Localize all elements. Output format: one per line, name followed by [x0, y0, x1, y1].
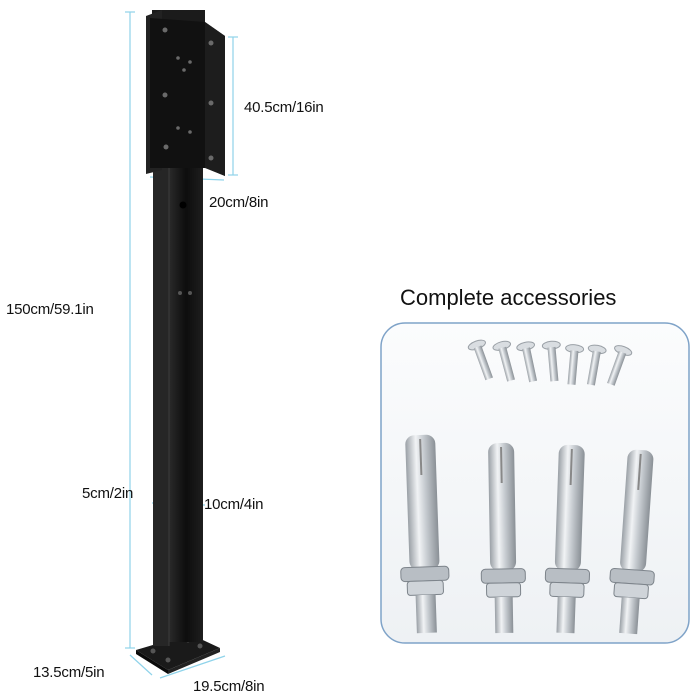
- bracket-width-label: 20cm/8in: [209, 194, 269, 211]
- post-depth-label: 5cm/2in: [82, 485, 134, 502]
- total-height-label: 150cm/59.1in: [6, 301, 94, 318]
- base-width-label: 19.5cm/8in: [193, 678, 265, 695]
- screws: [467, 339, 633, 386]
- base-depth-label: 13.5cm/5in: [33, 664, 105, 681]
- expansion-bolts: [400, 434, 655, 635]
- charger-post: [136, 10, 225, 674]
- post-width-label: 10cm/4in: [204, 496, 264, 513]
- accessories-panel: [380, 322, 690, 644]
- accessories-title: Complete accessories: [400, 285, 617, 310]
- bracket-height-label: 40.5cm/16in: [244, 99, 324, 116]
